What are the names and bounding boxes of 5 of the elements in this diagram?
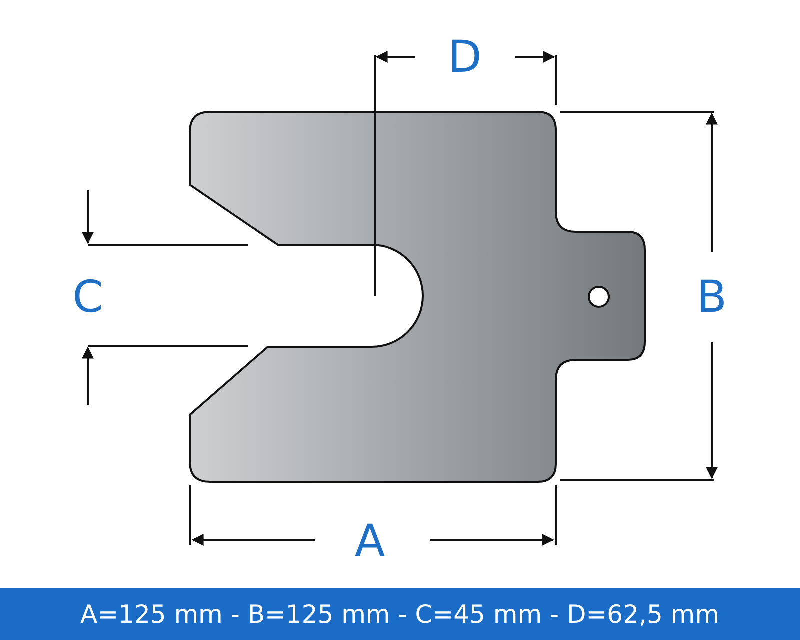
- dimension-label: B: [696, 276, 728, 320]
- dimension-label: C: [72, 276, 104, 320]
- dimensions-note: A=125 mm - B=125 mm - C=45 mm - D=62,5 mm: [80, 600, 720, 628]
- dimension-label: A: [354, 520, 386, 564]
- dimension-label: D: [448, 36, 482, 80]
